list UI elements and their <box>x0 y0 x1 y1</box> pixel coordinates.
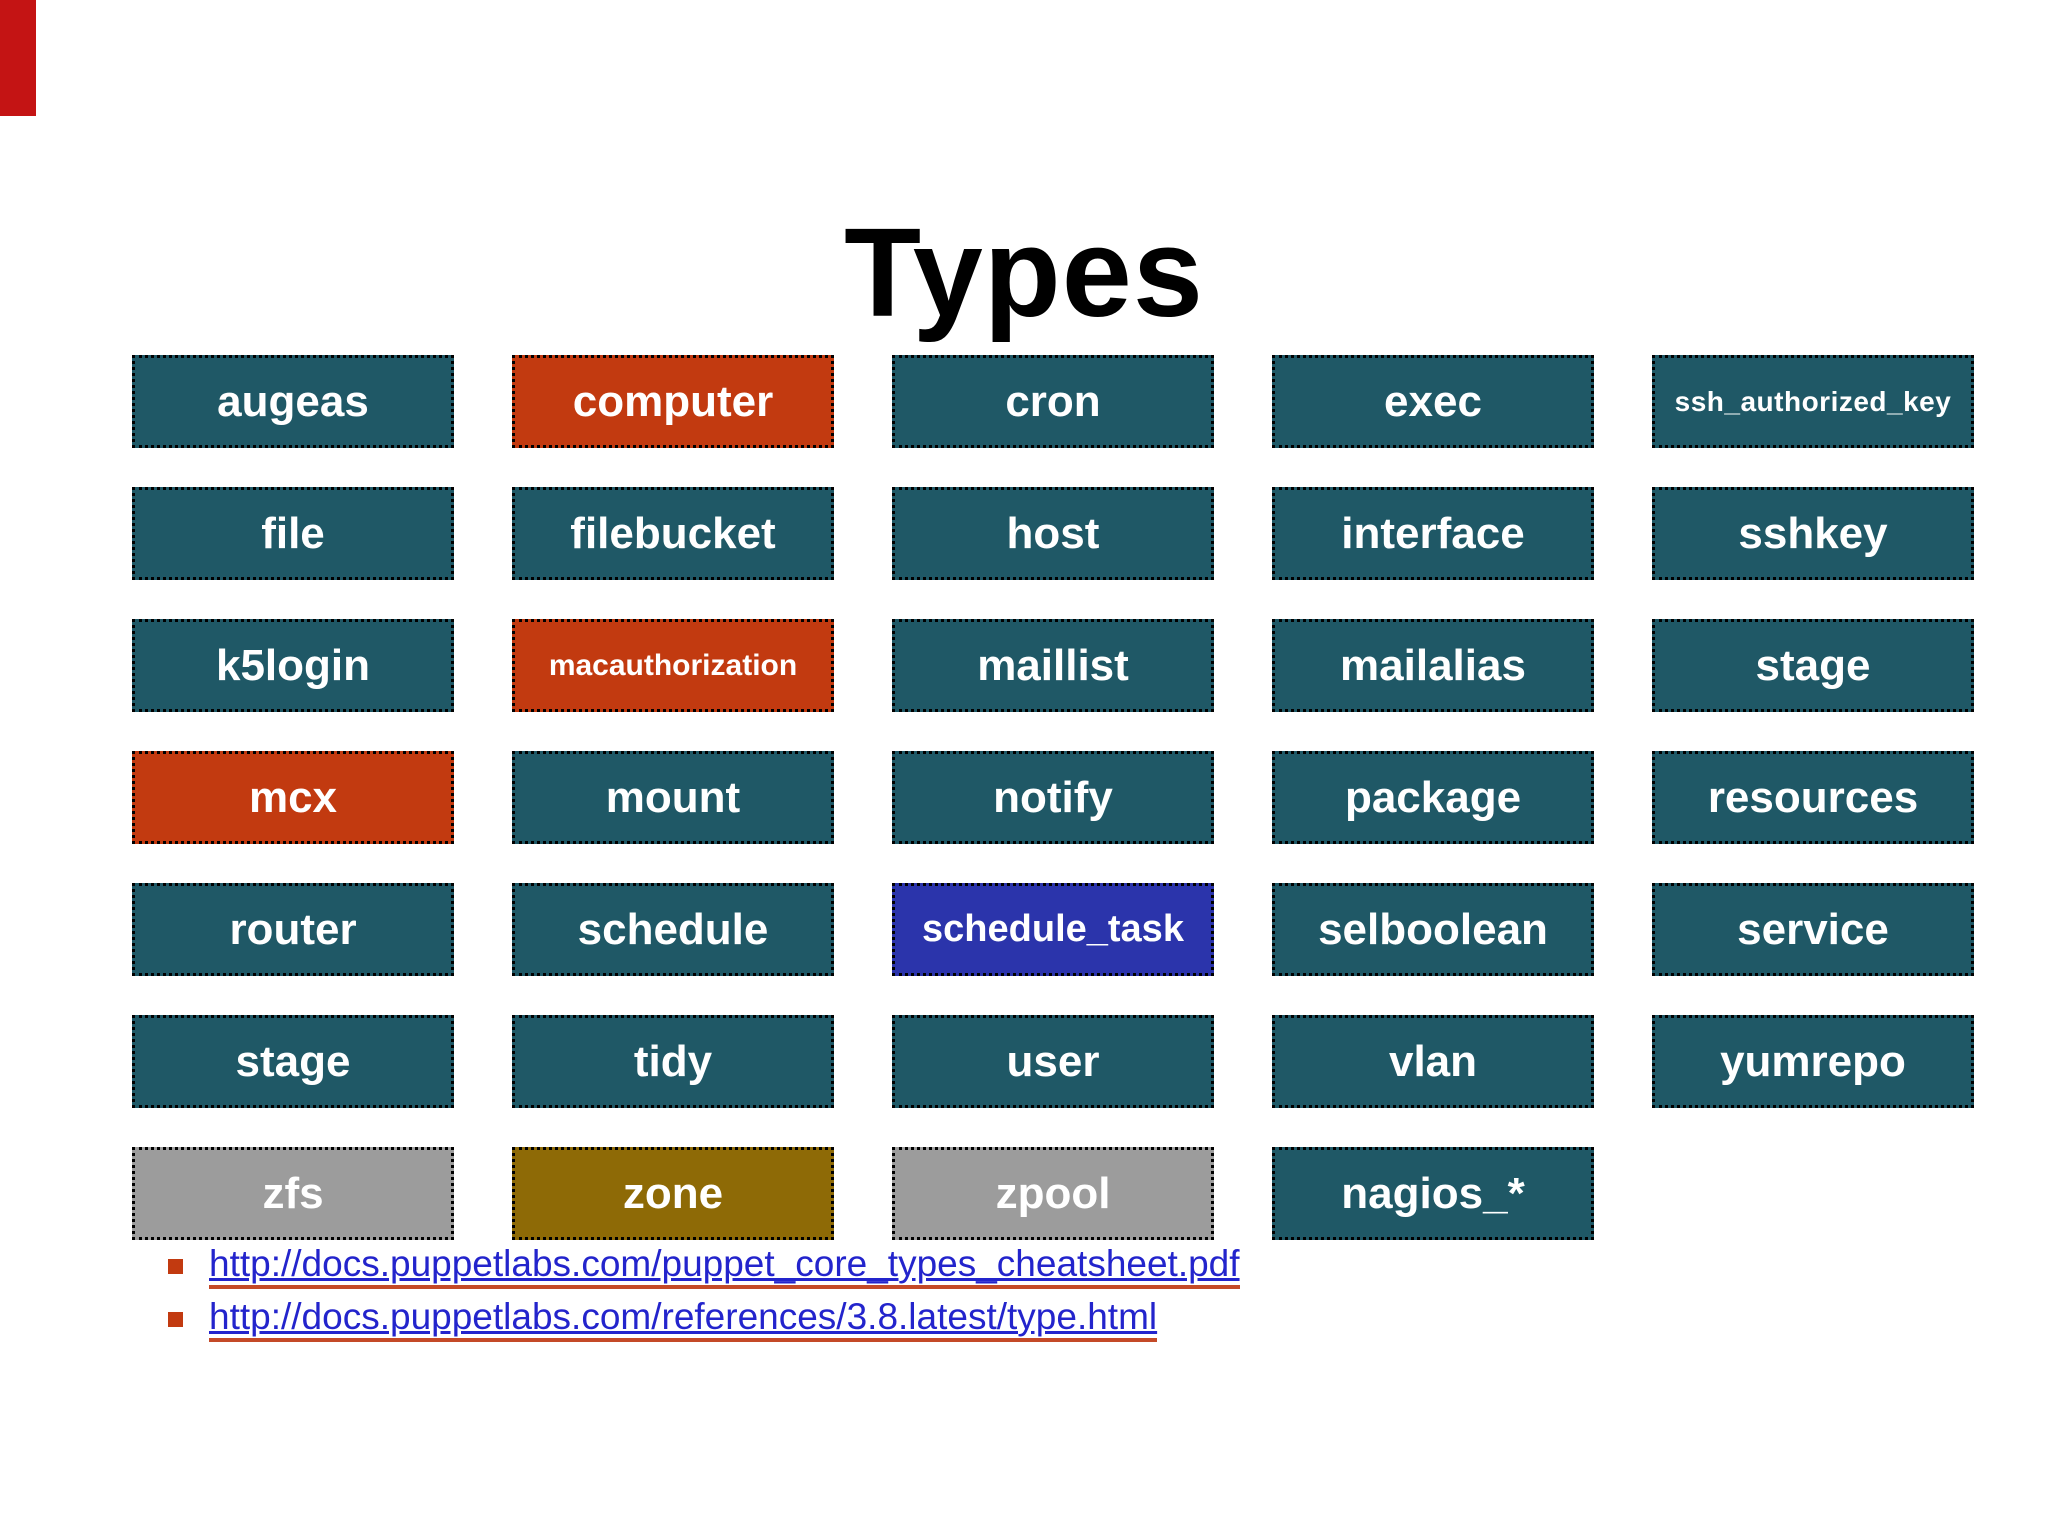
accent-bar <box>0 0 36 116</box>
type-box-label: augeas <box>217 376 369 426</box>
type-box-router: router <box>132 883 454 976</box>
page-title: Types <box>844 202 1204 344</box>
type-box-sshkey: sshkey <box>1652 487 1974 580</box>
type-box-label: maillist <box>977 640 1129 690</box>
type-box-vlan: vlan <box>1272 1015 1594 1108</box>
type-box-label: sshkey <box>1738 508 1888 558</box>
type-box-label: stage <box>1755 640 1871 690</box>
type-box-interface: interface <box>1272 487 1594 580</box>
type-box-schedule_task: schedule_task <box>892 883 1214 976</box>
type-box-ssh_authorized_key: ssh_authorized_key <box>1652 355 1974 448</box>
type-box-tidy: tidy <box>512 1015 834 1108</box>
type-box-computer: computer <box>512 355 834 448</box>
type-box-zpool: zpool <box>892 1147 1214 1240</box>
type-box-label: nagios_* <box>1341 1168 1525 1218</box>
type-box-stage: stage <box>1652 619 1974 712</box>
type-box-exec: exec <box>1272 355 1594 448</box>
type-box-label: tidy <box>633 1036 713 1086</box>
type-box-label: interface <box>1341 508 1525 558</box>
type-box-label: cron <box>1005 376 1101 426</box>
bullet-square-icon <box>168 1312 183 1327</box>
type-box-label: computer <box>572 376 774 426</box>
type-box-label: mailalias <box>1340 640 1526 690</box>
type-box-label: yumrepo <box>1720 1036 1906 1086</box>
bullet-square-icon <box>168 1259 183 1274</box>
type-box-maillist: maillist <box>892 619 1214 712</box>
link-row: http://docs.puppetlabs.com/references/3.… <box>168 1293 1240 1346</box>
type-box-notify: notify <box>892 751 1214 844</box>
type-box-macauthorization: macauthorization <box>512 619 834 712</box>
type-box-label: user <box>1006 1036 1100 1086</box>
type-box-host: host <box>892 487 1214 580</box>
type-box-label: notify <box>993 772 1113 822</box>
type-box-label: service <box>1737 904 1889 954</box>
cheatsheet-link[interactable]: http://docs.puppetlabs.com/puppet_core_t… <box>209 1242 1240 1284</box>
type-box-k5login: k5login <box>132 619 454 712</box>
type-box-label: package <box>1344 772 1522 822</box>
type-box-yumrepo: yumrepo <box>1652 1015 1974 1108</box>
type-box-nagios_*: nagios_* <box>1272 1147 1594 1240</box>
type-box-label: host <box>1006 508 1100 558</box>
type-box-mount: mount <box>512 751 834 844</box>
link-row: http://docs.puppetlabs.com/puppet_core_t… <box>168 1240 1240 1293</box>
type-box-resources: resources <box>1652 751 1974 844</box>
type-box-label: exec <box>1384 376 1482 426</box>
type-box-label: file <box>261 508 325 558</box>
type-box-label: router <box>229 904 357 954</box>
type-box-label: zpool <box>995 1168 1111 1218</box>
type-box-label: ssh_authorized_key <box>1674 385 1952 417</box>
type-box-label: macauthorization <box>548 648 798 682</box>
type-box-zone: zone <box>512 1147 834 1240</box>
type-box-label: filebucket <box>570 508 776 558</box>
type-box-package: package <box>1272 751 1594 844</box>
type-box-label: vlan <box>1388 1036 1478 1086</box>
type-box-label: mcx <box>248 772 338 822</box>
type-box-label: zfs <box>262 1168 324 1218</box>
types-grid: augeas computer cron exec ssh_authorized_key… <box>132 355 1974 1240</box>
link-underline: http://docs.puppetlabs.com/puppet_core_t… <box>209 1242 1240 1290</box>
type-box-label: resources <box>1707 772 1919 822</box>
type-box-user: user <box>892 1015 1214 1108</box>
type-box-label: schedule <box>577 904 769 954</box>
type-box-label: schedule_task <box>922 908 1184 950</box>
type-box-label: selboolean <box>1318 904 1548 954</box>
reference-links: http://docs.puppetlabs.com/puppet_core_t… <box>168 1240 1240 1346</box>
type-box-stage: stage <box>132 1015 454 1108</box>
type-box-selboolean: selboolean <box>1272 883 1594 976</box>
type-box-schedule: schedule <box>512 883 834 976</box>
type-box-augeas: augeas <box>132 355 454 448</box>
type-box-mailalias: mailalias <box>1272 619 1594 712</box>
link-underline: http://docs.puppetlabs.com/references/3.… <box>209 1295 1158 1343</box>
type-box-zfs: zfs <box>132 1147 454 1240</box>
type-box-cron: cron <box>892 355 1214 448</box>
type-box-label: mount <box>605 772 741 822</box>
type-box-label: k5login <box>215 640 371 690</box>
type-box-label: stage <box>235 1036 351 1086</box>
type-box-label: zone <box>622 1168 724 1218</box>
type-reference-link[interactable]: http://docs.puppetlabs.com/references/3.… <box>209 1295 1158 1337</box>
type-box-file: file <box>132 487 454 580</box>
type-box-service: service <box>1652 883 1974 976</box>
type-box-filebucket: filebucket <box>512 487 834 580</box>
type-box-mcx: mcx <box>132 751 454 844</box>
